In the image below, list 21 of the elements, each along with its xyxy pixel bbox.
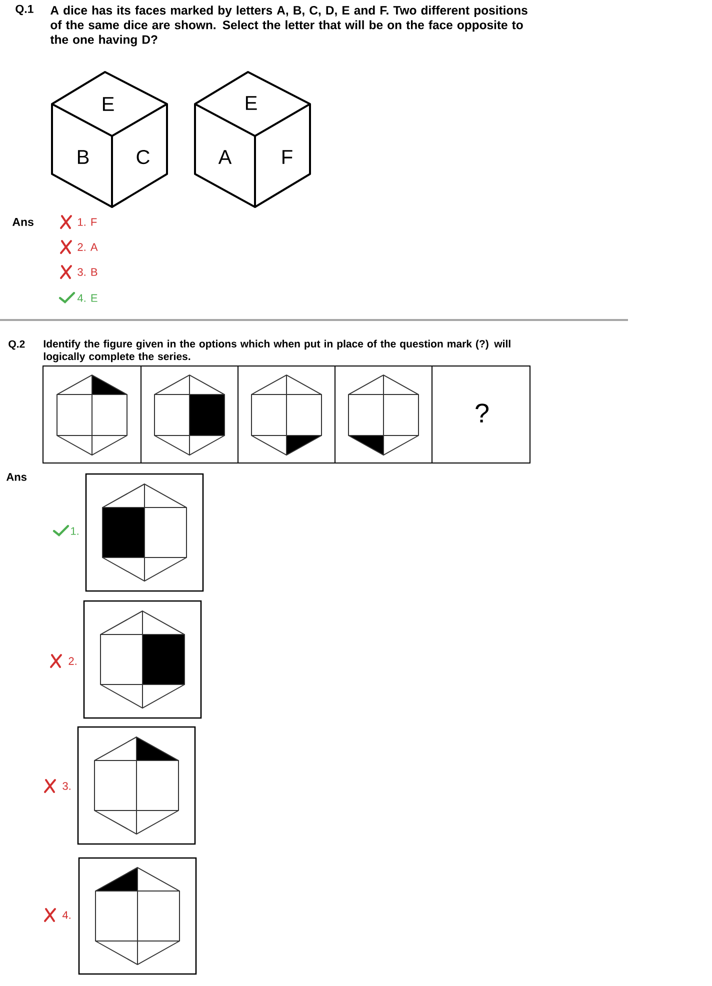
option-number: 3. [62, 782, 70, 790]
answer-heading: Ans [12, 218, 34, 226]
option-number: 4. [62, 911, 70, 919]
dice-letter: C [136, 150, 150, 164]
question-number: Q.1 [16, 4, 34, 16]
question-number: Q.2 [8, 340, 25, 350]
option-text: 4. E [77, 294, 98, 302]
option-text: 1. F [78, 218, 97, 226]
dice-letter: E [246, 96, 257, 110]
question-mark: ? [476, 404, 488, 422]
option-number: 2. [68, 657, 76, 665]
option-text: 3. B [78, 268, 98, 276]
option-number: 1. [71, 527, 78, 535]
dice-letter: E [102, 97, 114, 111]
question-text: A dice has its faces marked by letters A, B, C, D, E and F. Two different positions of the same dice are shown. Select the letter that will be on the face opposite to the one having D? [50, 6, 528, 46]
dice-letter: F [282, 150, 292, 164]
question-text: Identify the figure given in the options which when put in place of the question mark (?) will logically complete the series. [44, 340, 510, 362]
answer-heading: Ans [6, 473, 27, 481]
dice-letter: A [218, 150, 232, 164]
option-text: 2. A [78, 243, 98, 251]
dice-letter: B [78, 150, 89, 164]
